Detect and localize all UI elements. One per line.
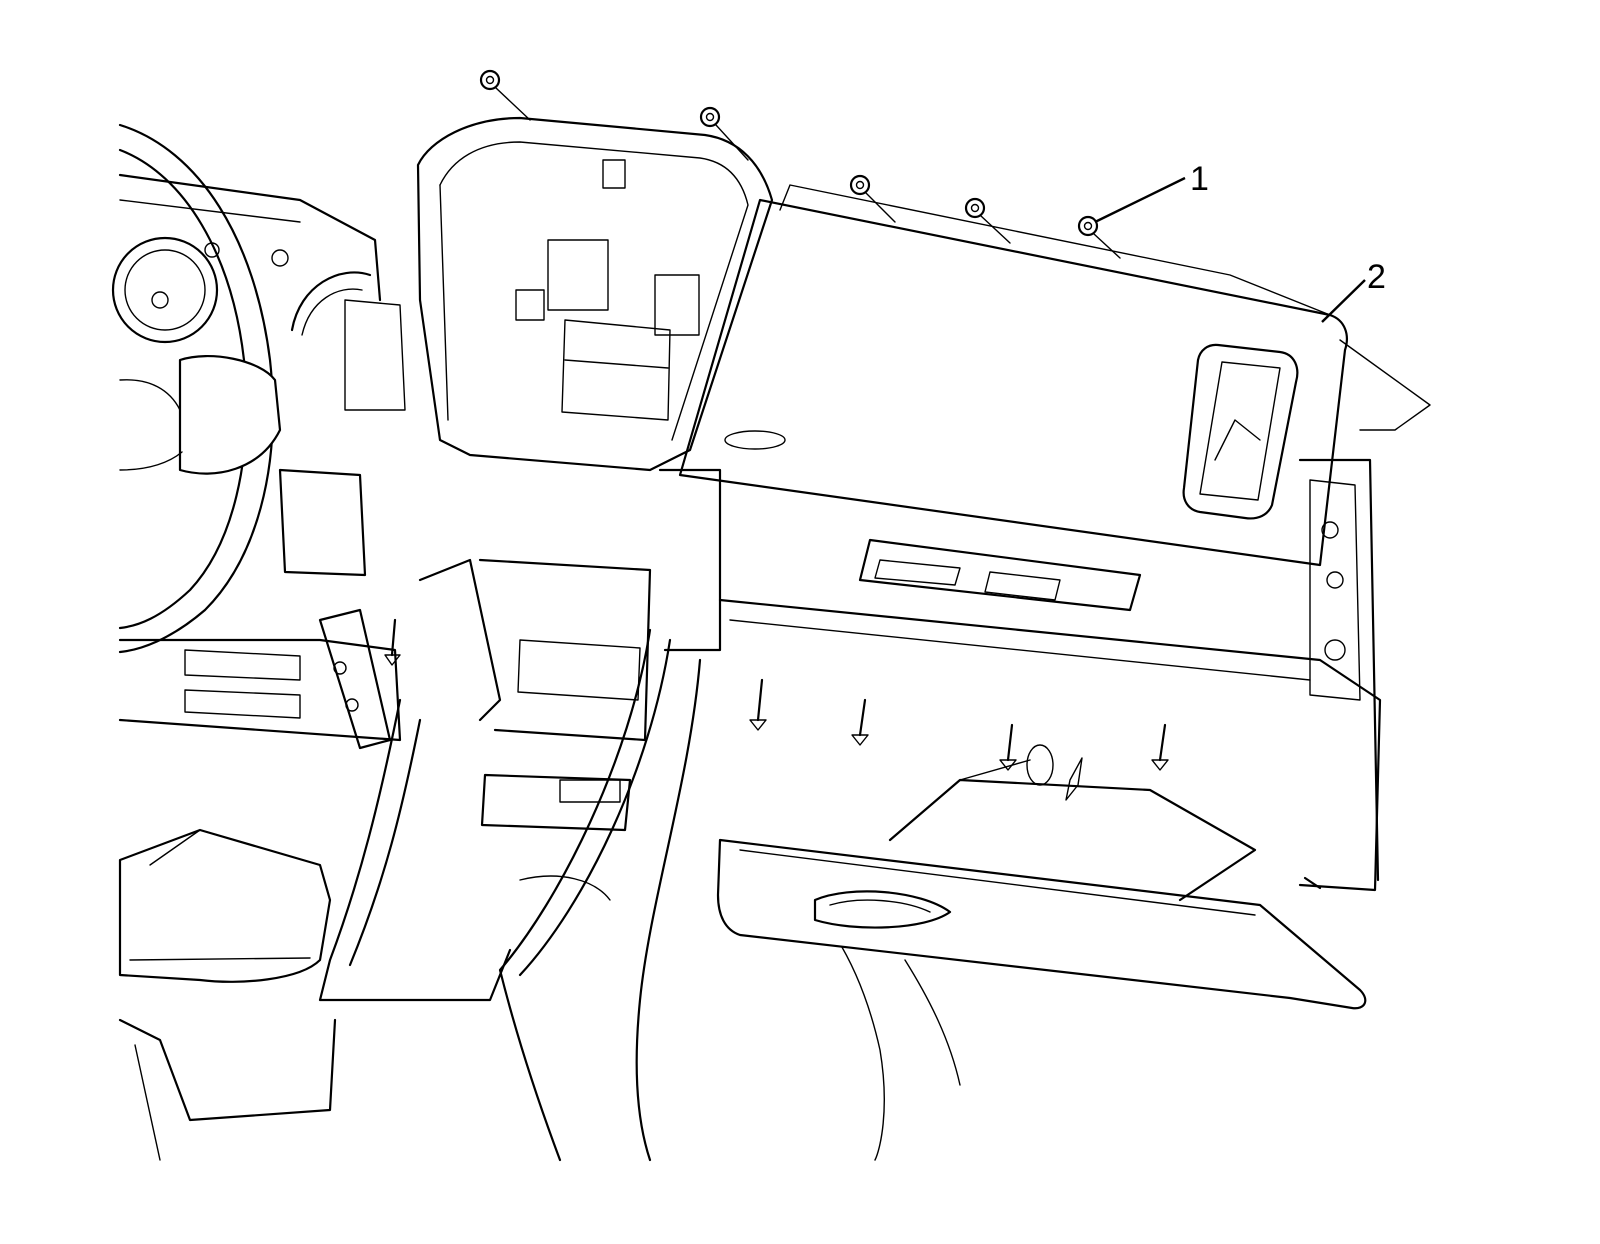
center-lower-bezel — [318, 628, 961, 1162]
callout-1-label: 1 — [1190, 160, 1209, 198]
center-stack-structure — [418, 468, 722, 901]
callout-2-leader — [1321, 279, 1366, 323]
passenger-upper-trim-panel — [678, 184, 1431, 567]
fastener — [849, 174, 896, 223]
steering-wheel — [118, 123, 282, 654]
callout-2-label: 2 — [1367, 258, 1386, 296]
fastener — [384, 618, 401, 666]
fastener — [1303, 876, 1322, 890]
callout-leaders — [1094, 176, 1366, 323]
callout-1-leader — [1094, 176, 1186, 224]
fastener — [999, 723, 1017, 771]
fastener — [479, 69, 531, 121]
upper-fastener-row — [479, 69, 1121, 259]
fastener — [749, 678, 767, 731]
lower-fasteners — [384, 618, 1322, 890]
instrument-cluster — [111, 173, 382, 344]
fastener — [1077, 215, 1121, 259]
fastener — [964, 197, 1011, 244]
center-trim-bezel — [344, 116, 774, 472]
fastener — [851, 698, 869, 746]
fastener — [1151, 723, 1169, 771]
fastener — [699, 106, 749, 161]
lower-instrument-panel — [718, 458, 1382, 892]
left-lower-panel — [118, 468, 402, 750]
glove-box-door — [716, 744, 1367, 1010]
center-console-armrest — [118, 828, 337, 1161]
